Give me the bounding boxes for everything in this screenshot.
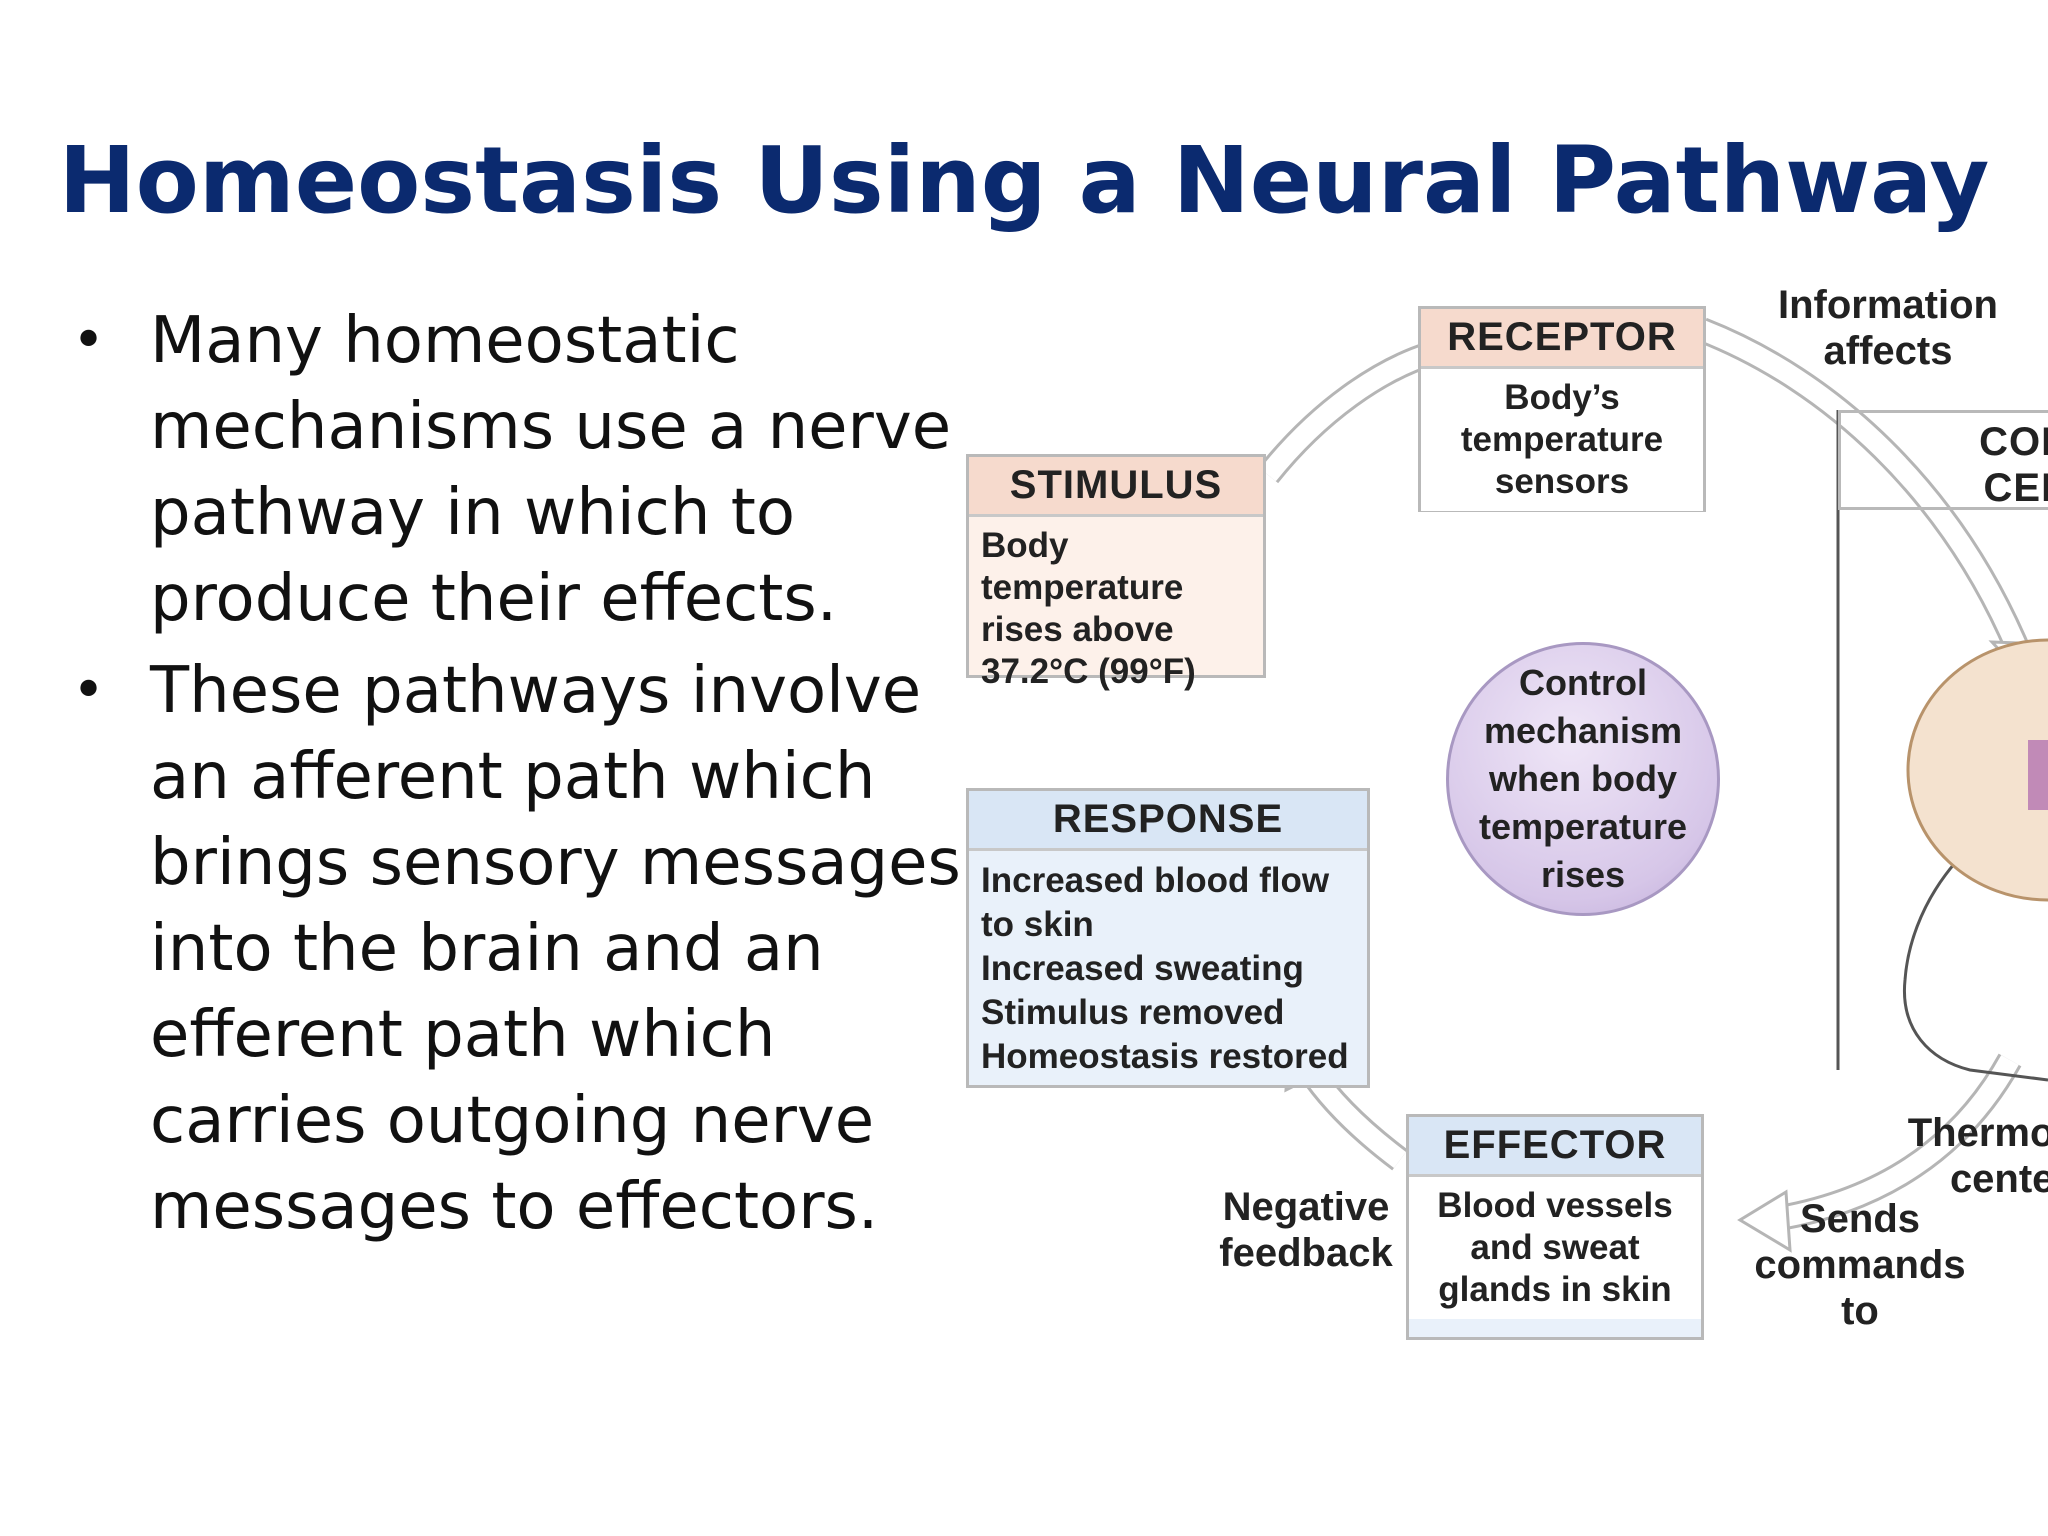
bullet-dot-icon: • — [72, 658, 106, 723]
bullet-dot-icon: • — [72, 308, 106, 373]
stimulus-heading: STIMULUS — [969, 457, 1263, 517]
bullet-list: • Many homeostatic mechanisms use a nerv… — [62, 298, 962, 1256]
bullet-text: These pathways involve an afferent path … — [150, 654, 961, 1244]
receptor-box: RECEPTOR Body’s temperature sensors — [1418, 306, 1706, 512]
arrow-stimulus-to-receptor-inner — [1260, 344, 1434, 482]
control-mechanism-circle: Control mechanism when body temperature … — [1446, 642, 1720, 916]
sends-commands-label: Sends commands to — [1754, 1197, 1966, 1333]
information-affects-label: Information affects — [1778, 283, 1998, 373]
control-mechanism-text: Control mechanism when body temperature … — [1478, 662, 1688, 895]
response-line: Increased sweating — [981, 949, 1304, 988]
response-box: RESPONSE Increased blood flow to skin In… — [966, 788, 1370, 1088]
receptor-heading: RECEPTOR — [1421, 309, 1703, 369]
effector-heading: EFFECTOR — [1409, 1117, 1701, 1177]
effector-box: EFFECTOR Blood vessels and sweat glands … — [1406, 1114, 1704, 1340]
control-center-box: CON CEN — [1838, 410, 2048, 510]
arrowhead-effector — [1737, 1189, 1792, 1253]
control-center-heading: CON CEN — [1979, 420, 2048, 510]
diagram-arrows — [1257, 313, 2048, 1253]
thermoregulatory-center-label: Thermor center — [1907, 1111, 2048, 1201]
stimulus-box: STIMULUS Body temperature rises above 37… — [966, 454, 1266, 691]
feedback-loop-diagram: RECEPTOR Body’s temperature sensors STIM… — [950, 270, 2048, 1400]
response-line: Stimulus removed — [981, 993, 1285, 1032]
brain-shape — [1906, 638, 2048, 902]
response-line: Increased blood flow to skin — [981, 861, 1330, 944]
thermostat-marker — [2028, 740, 2048, 810]
response-heading: RESPONSE — [969, 791, 1367, 851]
response-list: Increased blood flow to skin Increased s… — [969, 851, 1367, 1087]
bullet-item: • These pathways involve an afferent pat… — [62, 648, 962, 1250]
effector-text: Blood vessels and sweat glands in skin — [1409, 1177, 1701, 1319]
bullet-text: Many homeostatic mechanisms use a nerve … — [150, 304, 952, 636]
response-line: Homeostasis restored — [981, 1037, 1349, 1076]
negative-feedback-label: Negative feedback — [1219, 1185, 1393, 1275]
stimulus-text: Body temperature rises above 37.2°C (99°… — [981, 526, 1196, 691]
slide-title: Homeostasis Using a Neural Pathway — [58, 127, 1990, 234]
receptor-text: Body’s temperature sensors — [1421, 369, 1703, 511]
bullet-item: • Many homeostatic mechanisms use a nerv… — [62, 298, 962, 642]
